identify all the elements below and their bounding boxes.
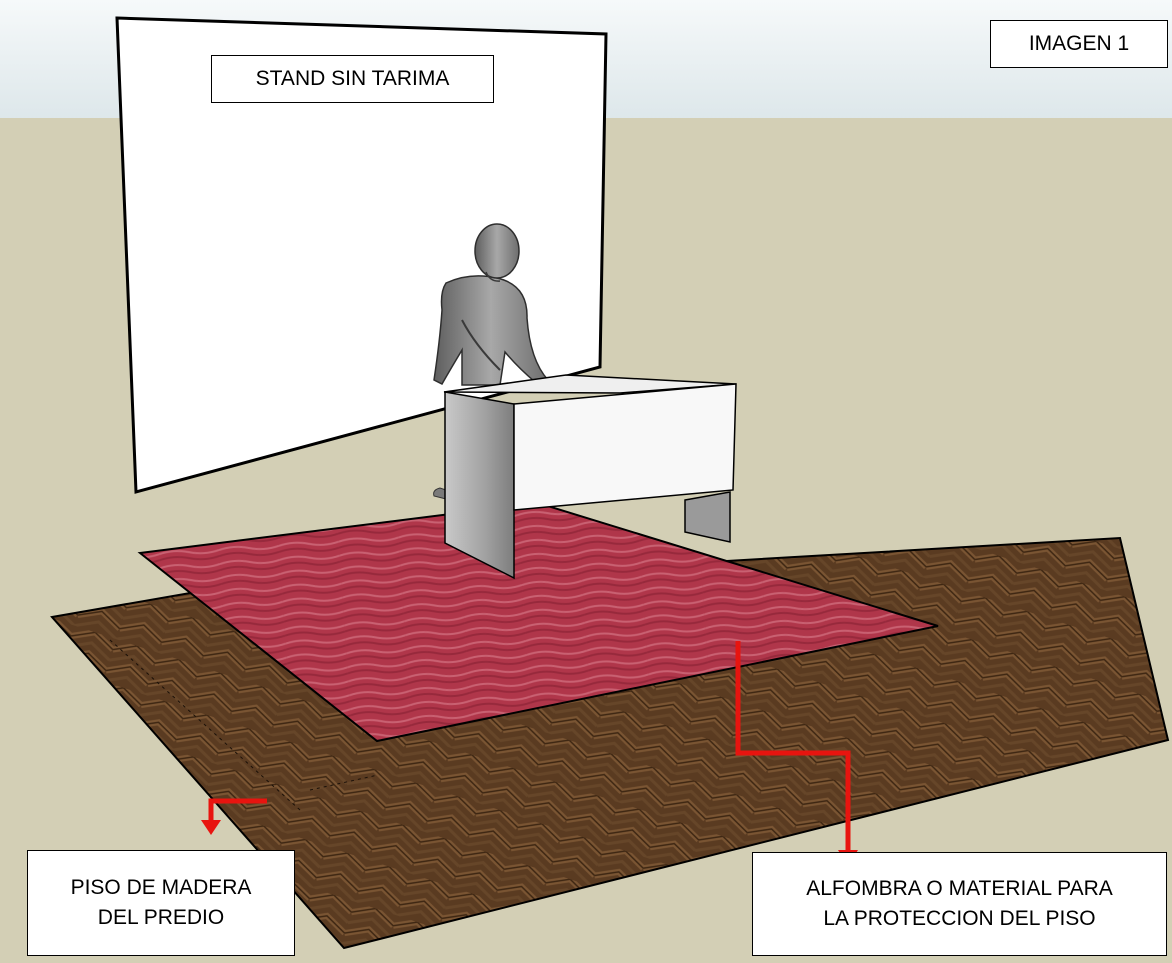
desk-right-leg [684, 491, 731, 543]
carpet [137, 501, 939, 743]
wood-floor-label-line2: DEL PREDIO [97, 906, 225, 929]
carpet-label-line1: ALFOMBRA O MATERIAL PARA [806, 877, 1113, 900]
red-pointer-arrow-icon [201, 798, 267, 835]
carpet-label: ALFOMBRA O MATERIAL PARA LA PROTECCION D… [752, 852, 1167, 956]
wood-floor-label: PISO DE MADERA DEL PREDIO [27, 850, 295, 956]
desk-front-panel [513, 383, 737, 511]
desk [443, 374, 737, 580]
stand-title-label: STAND SIN TARIMA [211, 55, 494, 103]
image-number-text: IMAGEN 1 [1028, 32, 1130, 55]
carpet-label-line2: LA PROTECCION DEL PISO [823, 907, 1096, 930]
person-silhouette-icon [433, 223, 550, 501]
stand-title-text: STAND SIN TARIMA [255, 67, 450, 90]
wood-floor-label-line1: PISO DE MADERA [70, 876, 252, 899]
floor-dimension-line [109, 639, 379, 811]
image-number-label: IMAGEN 1 [990, 20, 1168, 68]
desk-left-leg [444, 391, 515, 580]
